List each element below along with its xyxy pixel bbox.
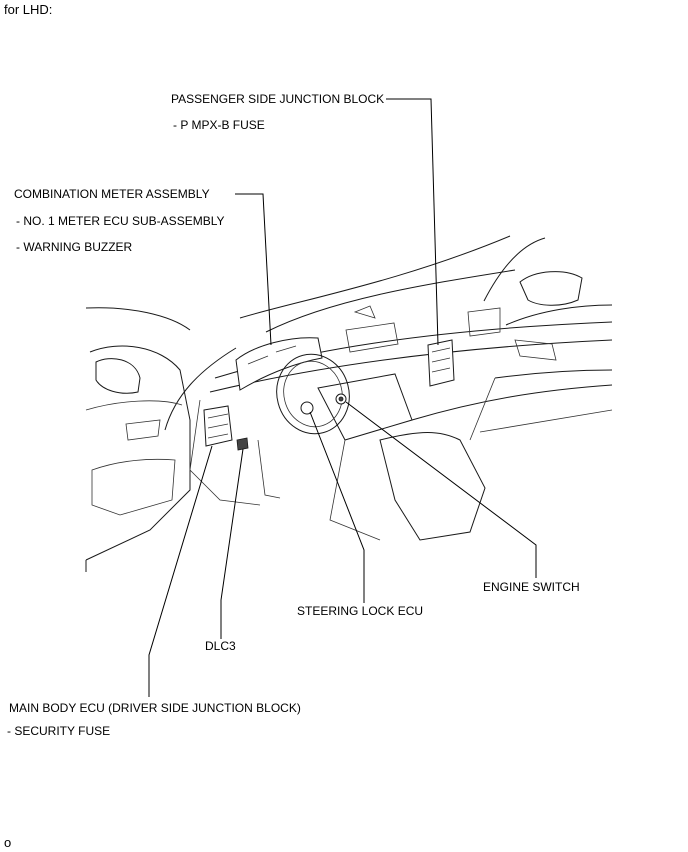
right-mirror [519,271,583,306]
right-door-handle [514,339,557,361]
p-mpx-b-fuse-label: - P MPX-B FUSE [173,118,265,132]
left-door-pocket [91,458,176,516]
right-door-lower [469,377,613,441]
steering-lock-ecu-label: STEERING LOCK ECU [297,604,424,618]
steering-lock-ecu-part [300,401,314,415]
dlc3-label: DLC3 [205,639,236,653]
console-side [329,439,381,541]
column-cover [257,439,281,499]
right-door-top [505,304,613,326]
center-stack [317,373,413,441]
leader-main-body-ecu [148,445,213,697]
combination-meter-label: COMBINATION METER ASSEMBLY [14,187,210,201]
leader-engine-switch [345,401,537,578]
knee-panel [189,399,261,506]
right-door-armrest [494,369,613,379]
center-vent [345,322,399,353]
left-mirror [95,358,141,394]
left-door-handle [125,419,161,441]
meter-ecu-label: - NO. 1 METER ECU SUB-ASSEMBLY [16,214,225,228]
steering-wheel-inner [283,360,343,428]
main-body-ecu-label: MAIN BODY ECU (DRIVER SIDE JUNCTION BLOC… [9,701,301,715]
page-title: for LHD: [4,2,53,17]
leader-passenger-jb [386,98,439,346]
leader-steering-lock [309,411,365,603]
windshield-lower-edge [265,269,516,333]
figure-code: o [4,835,12,850]
a-pillar-right [483,237,546,302]
left-door-belt [85,400,183,411]
security-fuse-label: - SECURITY FUSE [7,724,111,738]
center-console [379,432,486,541]
roof-line [239,235,511,319]
passenger-junction-block-part [427,339,455,387]
leader-dlc3 [220,448,244,639]
meter-detail [247,345,297,365]
dash-panel-right [467,307,501,337]
left-window-top [85,307,191,331]
engine-switch-label: ENGINE SWITCH [483,580,580,594]
leader-combo-meter [235,193,272,346]
warning-buzzer-label: - WARNING BUZZER [16,240,133,254]
left-door-frame [85,345,191,561]
steering-wheel-rim [276,353,350,435]
dash-lower-right [411,384,613,421]
combination-meter-housing [235,337,323,391]
defroster-vent [353,305,376,319]
dlc3-part [236,437,249,451]
a-pillar-left [164,347,237,431]
passenger-junction-block-label: PASSENGER SIDE JUNCTION BLOCK [171,92,385,106]
